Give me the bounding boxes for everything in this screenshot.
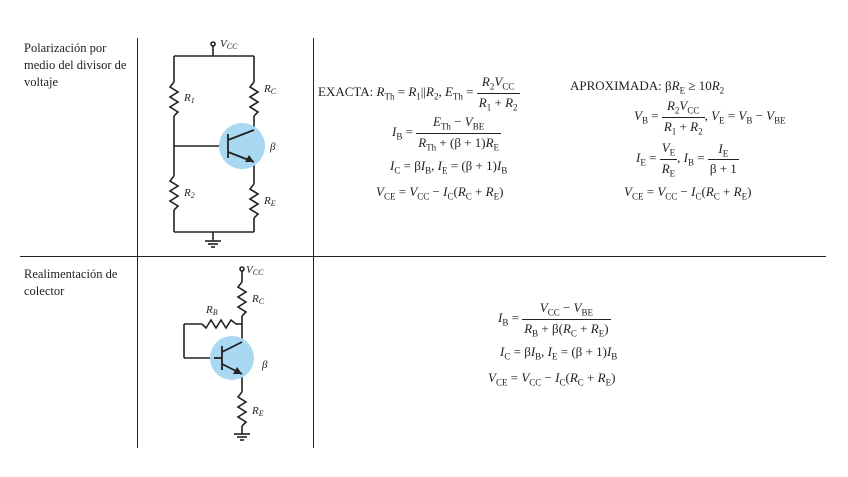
column-divider-1: [137, 38, 138, 448]
vcc-label-2: VCC: [246, 264, 264, 277]
row-label-collector-feedback: Realimentación de colector: [24, 267, 118, 298]
re-label-2: RE: [251, 405, 264, 418]
approx-title: APROXIMADA:: [570, 78, 662, 93]
re-label: RE: [263, 195, 276, 208]
exact-ic-equation: IC = βIB, IE = (β + 1)IB: [390, 158, 508, 176]
exact-vce-equation: VCE = VCC − IC(RC + RE): [376, 184, 504, 202]
voltage-divider-circuit: VCC R1 RC R2 RE β: [168, 38, 277, 248]
exact-title: EXACTA:: [318, 84, 374, 100]
rc-label: RC: [263, 83, 277, 96]
row-divider: [20, 256, 826, 257]
rb-label: RB: [205, 304, 218, 317]
approx-condition: APROXIMADA: βRE ≥ 10R2: [570, 78, 725, 96]
column-divider-2: [313, 38, 314, 448]
transistor-icon-2: [210, 336, 254, 380]
collector-feedback-circuit: VCC RC RB RE β: [183, 264, 268, 441]
transistor-icon: [219, 123, 265, 169]
beta-label: β: [269, 141, 276, 153]
feedback-ic-equation: IC = βIB, IE = (β + 1)IB: [500, 344, 618, 362]
feedback-vce-equation: VCE = VCC − IC(RC + RE): [488, 370, 616, 388]
row-label-voltage-divider: Polarización por medio del divisor de vo…: [24, 41, 127, 89]
vcc-label: VCC: [220, 38, 238, 51]
approx-vce-equation: VCE = VCC − IC(RC + RE): [624, 184, 752, 202]
rc-label-2: RC: [251, 293, 265, 306]
r2-label: R2: [183, 187, 195, 200]
beta-label-2: β: [261, 359, 268, 371]
r1-label: R1: [183, 92, 195, 105]
